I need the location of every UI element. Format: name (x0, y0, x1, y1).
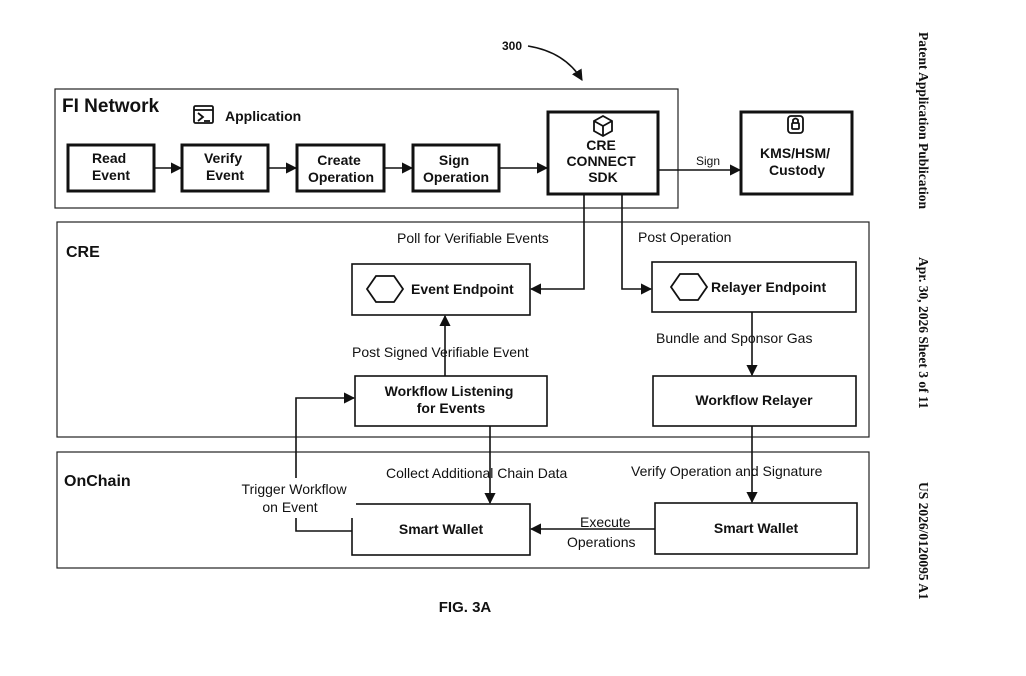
smart-wallet-right-box (654, 502, 858, 555)
read-event-box (66, 143, 156, 193)
svg-text:Patent Application Publication: Patent Application Publication Apr. 30, … (916, 32, 931, 600)
create-operation-line2: Operation (308, 169, 374, 185)
execute-line1: Execute (580, 514, 631, 530)
kms-box (739, 110, 854, 196)
side-pub-number: US 2026/0120095 A1 (916, 482, 931, 600)
sdk-line2: CONNECT (566, 153, 636, 169)
poll-edge-label: Poll for Verifiable Events (397, 230, 549, 246)
onchain-label: OnChain (64, 473, 131, 490)
svg-text:Verify Event: Verify Event (204, 150, 246, 183)
bundle-edge-label: Bundle and Sponsor Gas (656, 330, 812, 346)
event-endpoint-box (351, 263, 531, 316)
sdk-to-relayer-endpoint-arrow (621, 194, 653, 295)
side-date-sheet: Apr. 30, 2026 Sheet 3 of 11 (916, 257, 931, 409)
onchain-region (56, 451, 870, 569)
svg-text:KMS/HSM/ Custody: KMS/HSM/ Custody (760, 145, 834, 178)
trigger-line2: on Event (262, 499, 317, 515)
trigger-label-backdrop (238, 478, 356, 518)
figure-ref-number: 300 (502, 39, 522, 53)
read-event-line2: Event (92, 167, 130, 183)
post-signed-edge-label: Post Signed Verifiable Event (352, 344, 529, 360)
post-operation-edge-label: Post Operation (638, 229, 731, 245)
cube-icon (593, 114, 613, 138)
create-operation-line1: Create (317, 152, 361, 168)
cre-connect-sdk-box (546, 110, 660, 196)
smart-wallet-left-label: Smart Wallet (399, 521, 484, 537)
figure-ref-leader (527, 45, 583, 81)
sdk-to-event-endpoint-arrow (529, 194, 585, 295)
workflow-relayer-box (652, 375, 857, 427)
svg-text:Workflow Listening for Eve: Workflow Listening for Events (385, 383, 518, 416)
smart-wallet-right-label: Smart Wallet (714, 520, 799, 536)
svg-text:Read Event: Read Event (92, 150, 130, 183)
verify-event-line1: Verify (204, 150, 242, 166)
workflow-listening-line1: Workflow Listening (385, 383, 514, 399)
svg-text:Trigger Workflow on Event: Trigger Workflow on Event (242, 481, 351, 515)
hexagon-icon (365, 275, 405, 303)
kms-line1: KMS/HSM/ (760, 145, 830, 161)
svg-text:Execute Operations: Execute Operations (567, 514, 635, 550)
sign-edge-label: Sign (696, 154, 720, 168)
svg-text:Sign Operation: Sign Operation (423, 152, 489, 185)
lock-icon (787, 115, 804, 134)
sdk-line3: SDK (588, 169, 618, 185)
relayer-endpoint-box (651, 261, 857, 313)
cre-label: CRE (66, 244, 100, 261)
kms-line2: Custody (769, 162, 825, 178)
verify-op-edge-label: Verify Operation and Signature (631, 463, 823, 479)
svg-text:CRE CONNECT SDK: CRE CONNECT SDK (566, 137, 639, 185)
cre-region (56, 221, 870, 438)
relayer-endpoint-label: Relayer Endpoint (711, 279, 826, 295)
side-header: Patent Application Publication Apr. 30, … (916, 32, 931, 600)
workflow-listening-line2: for Events (417, 400, 486, 416)
terminal-icon (193, 105, 214, 124)
verify-event-line2: Event (206, 167, 244, 183)
fi-network-label: FI Network (62, 96, 160, 117)
sign-operation-line2: Operation (423, 169, 489, 185)
smart-wallet-left-box (351, 503, 531, 556)
workflow-listening-box (354, 375, 548, 427)
trigger-line1: Trigger Workflow (242, 481, 348, 497)
svg-text:Create Operation: Create Operation (308, 152, 374, 185)
collect-edge-label: Collect Additional Chain Data (386, 465, 568, 481)
hexagon-icon (669, 273, 709, 301)
application-label: Application (225, 108, 301, 124)
sign-operation-line1: Sign (439, 152, 469, 168)
fi-network-region (54, 88, 679, 209)
read-event-line1: Read (92, 150, 126, 166)
trigger-arrow (295, 392, 356, 532)
sdk-line1: CRE (586, 137, 616, 153)
event-endpoint-label: Event Endpoint (411, 281, 514, 297)
side-publication: Patent Application Publication (916, 32, 931, 210)
execute-line2: Operations (567, 534, 635, 550)
figure-caption: FIG. 3A (439, 599, 492, 616)
sign-operation-box (411, 143, 501, 193)
workflow-relayer-label: Workflow Relayer (695, 392, 813, 408)
